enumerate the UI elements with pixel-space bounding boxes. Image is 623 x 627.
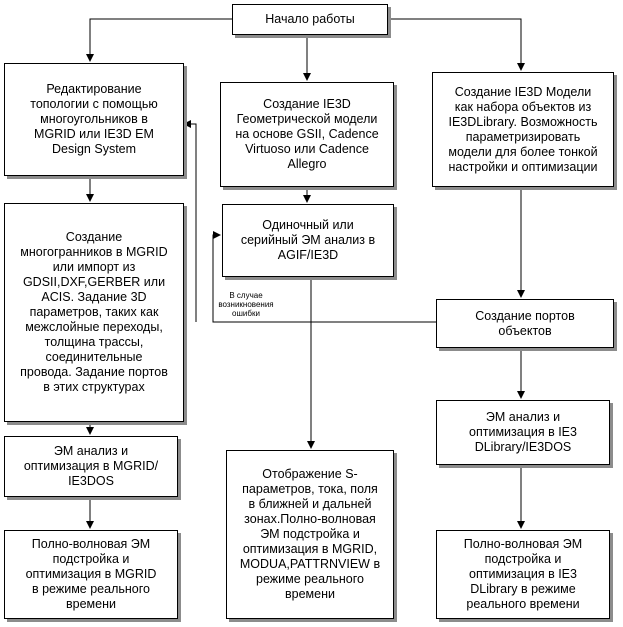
start-node: Начало работы [232, 4, 388, 35]
left-edit-node: Редактирование топологии с помощью много… [4, 63, 184, 176]
mid-em-node: Одиночный или серийный ЭМ анализ в AGIF/… [222, 204, 394, 277]
arrow-start-to-right [388, 18, 525, 71]
mid-display-node: Отображение S- параметров, тока, поля в … [226, 450, 394, 619]
arrow-error-to-mid-em [212, 231, 436, 323]
error-note: В случае возникновения ошибки [218, 291, 274, 318]
right-create-node: Создание IE3D Модели как набора объектов… [432, 72, 614, 187]
mid-create-node: Создание IE3D Геометрической модели на о… [220, 82, 394, 187]
left-full-node: Полно-волновая ЭМ подстройка и оптимизац… [4, 530, 178, 619]
right-em-node: ЭМ анализ и оптимизация в IE3 DLibrary/I… [436, 400, 610, 465]
arrow-error-to-left-edit [183, 120, 197, 322]
left-create-node: Создание многогранников в MGRID или импо… [4, 203, 184, 422]
left-em-node: ЭМ анализ и оптимизация в MGRID/ IE3DOS [4, 436, 178, 497]
arrow-start-to-left [86, 18, 232, 62]
right-ports-node: Создание портов объектов [436, 299, 614, 348]
right-full-node: Полно-волновая ЭМ подстройка и оптимизац… [436, 530, 610, 619]
